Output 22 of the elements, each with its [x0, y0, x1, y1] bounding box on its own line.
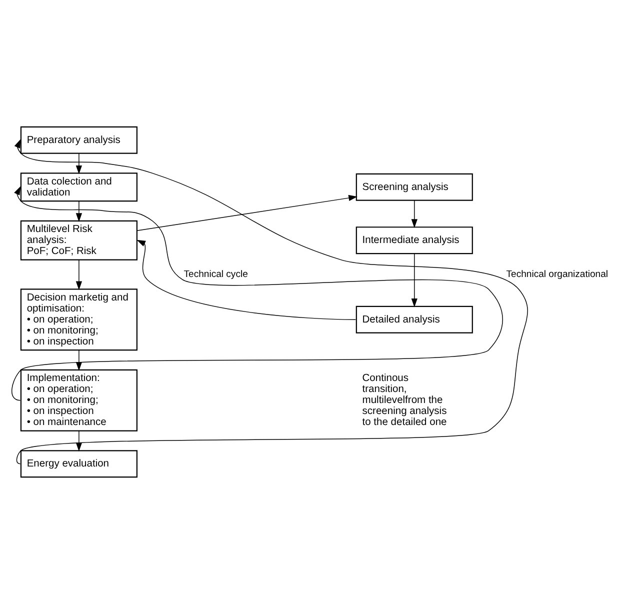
node-box: Implementation: • on operation; • on monitoring; • on inspection • on maintenance: [20, 369, 138, 432]
node-box: Screening analysis: [356, 173, 473, 201]
node-box: Decision marketig and optimisation: • on operation; • on monitoring; • on inspection: [20, 288, 138, 351]
edge-label: Technical cycle: [184, 268, 248, 280]
arrow: [411, 253, 418, 308]
arrow: [76, 153, 82, 174]
node-box: Intermediate analysis: [356, 226, 473, 254]
arrow: [76, 260, 82, 290]
edge-label: Technical organizational: [506, 268, 608, 280]
node-box: Data colection and validation: [20, 172, 138, 202]
label: Continous transition, multilevelfrom the screening analysis to the detailed one: [362, 373, 447, 428]
arrow: [136, 240, 356, 320]
arrow: [136, 194, 358, 231]
arrow: [12, 186, 503, 401]
arrow: [76, 430, 82, 452]
node-box: Preparatory analysis: [20, 126, 138, 154]
node-box: Detailed analysis: [356, 306, 473, 334]
arrow: [76, 200, 82, 222]
arrow: [14, 139, 528, 464]
arrow: [411, 200, 418, 228]
node-box: Multilevel Risk analysis: PoF; CoF; Risk: [20, 220, 138, 260]
node-box: Energy evaluation: [20, 450, 138, 478]
